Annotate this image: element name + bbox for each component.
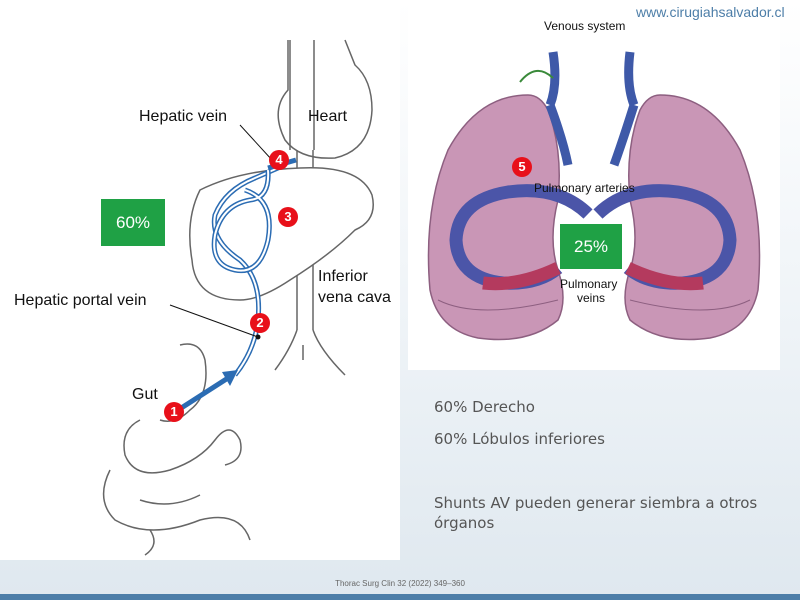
- inferior-vena-cava-label-line1: Inferior: [318, 268, 368, 285]
- liver-outline: [189, 166, 374, 301]
- lung-circulation-diagram: Venous system Pulmonary arteries Pulmona…: [408, 0, 780, 370]
- website-watermark: www.cirugiahsalvador.cl: [636, 4, 785, 20]
- lung-diagram-illustration: [427, 51, 761, 341]
- gut-arrow-head: [222, 370, 238, 386]
- pulmonary-veins-label-line1: Pulmonary: [560, 277, 618, 291]
- inferior-vena-cava-label-line2: vena cava: [318, 289, 391, 306]
- heart-outline: [277, 39, 373, 159]
- note-derecho: 60% Derecho: [434, 398, 535, 416]
- step-badge-5: 5: [512, 157, 532, 177]
- left-lung-lower-lobe: [437, 299, 559, 311]
- heart-label: Heart: [308, 108, 348, 125]
- intestine-outline: [102, 419, 251, 556]
- citation: Thorac Surg Clin 32 (2022) 349–360: [335, 579, 465, 588]
- step-badge-1: 1: [164, 402, 184, 422]
- portal-vein-pointer-dot: [255, 334, 261, 340]
- pulmonary-veins-label-line2: veins: [577, 291, 606, 305]
- venous-system-small-vessel: [519, 70, 554, 83]
- bottom-accent-bar: [0, 594, 800, 600]
- hepatic-portal-vein-label: Hepatic portal vein: [14, 292, 147, 309]
- gut-arrow-line: [173, 375, 230, 415]
- step-badge-4: 4: [269, 150, 289, 170]
- pulmonary-arteries-label: Pulmonary arteries: [534, 181, 635, 195]
- right-lung-lower-lobe: [629, 299, 751, 311]
- left-lung-shape: [427, 94, 564, 341]
- note-lobulos-inferiores: 60% Lóbulos inferiores: [434, 430, 605, 448]
- portal-vein-vessel-inner: [213, 167, 279, 376]
- gut-label: Gut: [132, 386, 158, 403]
- lung-percent-box: 25%: [560, 224, 622, 269]
- hepatic-vein-pointer: [239, 124, 273, 161]
- pulmonary-vein-segment-right: [625, 262, 704, 291]
- pulmonary-vein-segment-left: [482, 262, 561, 291]
- note-shunts-line2: órganos: [434, 514, 495, 532]
- hepatic-vein-label: Hepatic vein: [139, 108, 228, 125]
- hepatic-loop-vessel-inner: [213, 169, 271, 272]
- liver-diagram-illustration: [102, 39, 374, 556]
- venous-system-label: Venous system: [544, 19, 626, 33]
- liver-circulation-diagram: Hepatic vein Heart Inferior vena cava He…: [0, 0, 400, 560]
- step-badge-2: 2: [250, 313, 270, 333]
- portal-vein-pointer: [169, 304, 259, 338]
- right-lung-shape: [624, 94, 761, 341]
- venous-system-vessel: [545, 51, 639, 167]
- liver-percent-box: 60%: [101, 199, 165, 246]
- step-badge-3: 3: [278, 207, 298, 227]
- note-shunts-line1: Shunts AV pueden generar siembra a otros: [434, 494, 758, 512]
- vessel-top-outline: [289, 40, 315, 150]
- iliac-branch-outline: [274, 329, 346, 376]
